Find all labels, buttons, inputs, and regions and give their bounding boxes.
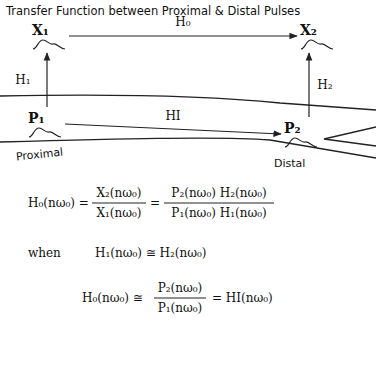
pulse-label: P₂ <box>284 120 301 136</box>
transfer-arrow <box>65 124 281 134</box>
transfer-label: H₀ <box>173 15 192 29</box>
pulse-label: X₁ <box>32 22 49 38</box>
transfer-arrow <box>308 53 309 117</box>
vessel-wall <box>0 95 376 110</box>
equation-text: X₁(nω₀) <box>96 206 141 220</box>
diagram-title: Transfer Function between Proximal & Dis… <box>6 4 300 18</box>
transfer-label: H₁ <box>13 73 32 87</box>
pulse-node: P₁ <box>28 110 62 138</box>
region-label: Distal <box>274 157 305 171</box>
fraction-bar <box>164 203 274 204</box>
equation-text: P₂(nω₀) <box>158 281 203 295</box>
equation-text: = <box>150 196 160 210</box>
pulse-wave <box>32 38 66 50</box>
pulse-node: X₂ <box>300 22 334 50</box>
pulse-node: P₂ <box>284 120 318 148</box>
equation-text: P₁(nω₀) H₁(nω₀) <box>171 206 266 220</box>
transfer-label: H₂ <box>315 78 334 92</box>
region-label: Proximal <box>15 146 63 165</box>
pulse-wave <box>284 136 318 148</box>
equation-text: X₂(nω₀) <box>96 186 141 200</box>
transfer-arrow <box>46 53 47 107</box>
equation-text: P₁(nω₀) <box>158 301 203 315</box>
transfer-arrow <box>69 35 297 36</box>
equation-text: = HI(nω₀) <box>212 291 273 305</box>
pulse-wave <box>300 38 334 50</box>
equation-text: H₀(nω₀) ≅ <box>82 291 143 305</box>
fraction-bar <box>92 203 146 204</box>
pulse-wave <box>28 126 62 138</box>
equation-text: H₁(nω₀) ≅ H₂(nω₀) <box>95 246 207 260</box>
pulse-label: P₁ <box>28 110 45 126</box>
pulse-node: X₁ <box>32 22 66 50</box>
transfer-label: HI <box>163 109 182 123</box>
equation-text: when <box>28 246 61 260</box>
equation-text: H₀(nω₀) = <box>28 196 89 210</box>
pulse-label: X₂ <box>300 22 317 38</box>
fraction-bar <box>154 298 206 299</box>
vessel-branch <box>324 127 376 146</box>
equation-text: P₂(nω₀) H₂(nω₀) <box>171 186 266 200</box>
